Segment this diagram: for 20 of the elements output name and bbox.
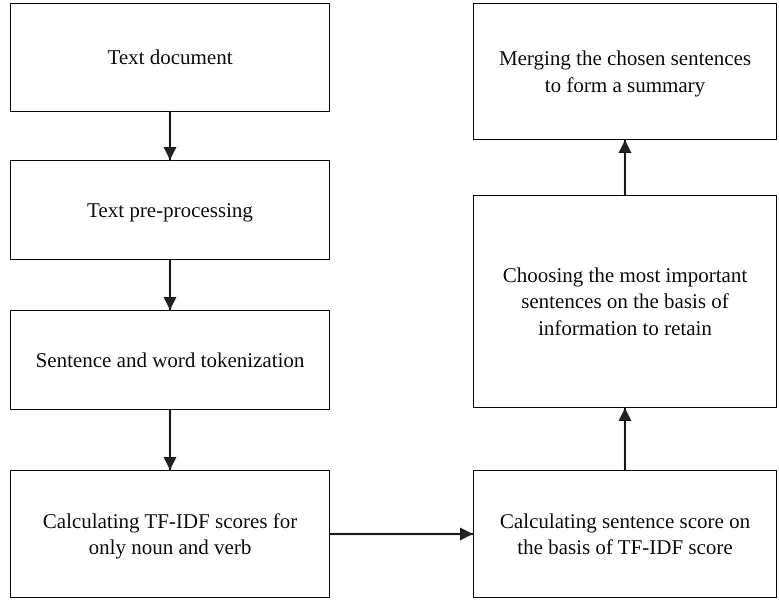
arrow: [618, 408, 632, 470]
process-box: [473, 3, 777, 140]
arrow: [163, 260, 177, 310]
arrow: [618, 140, 632, 195]
process-box: [10, 3, 330, 112]
arrow: [163, 112, 177, 160]
step-text: Merging the chosen sentences to form a summary: [498, 45, 752, 98]
step-text: Text pre-processing: [87, 196, 253, 224]
arrow: [330, 527, 473, 541]
step-text: Calculating sentence score on the basis of TF-IDF score: [498, 508, 752, 560]
process-box: [10, 470, 330, 598]
step-text: Calculating TF-IDF scores for only noun and verb: [42, 508, 298, 560]
process-box: [10, 160, 330, 260]
process-box: [473, 470, 777, 598]
step-text: Sentence and word tokenization: [36, 346, 304, 374]
process-box: [10, 310, 330, 410]
step-text: Choosing the most important sentences on the basis of information to retain: [502, 262, 748, 341]
arrow: [163, 410, 177, 470]
process-box: [473, 195, 777, 408]
step-text: Text document: [107, 44, 233, 71]
